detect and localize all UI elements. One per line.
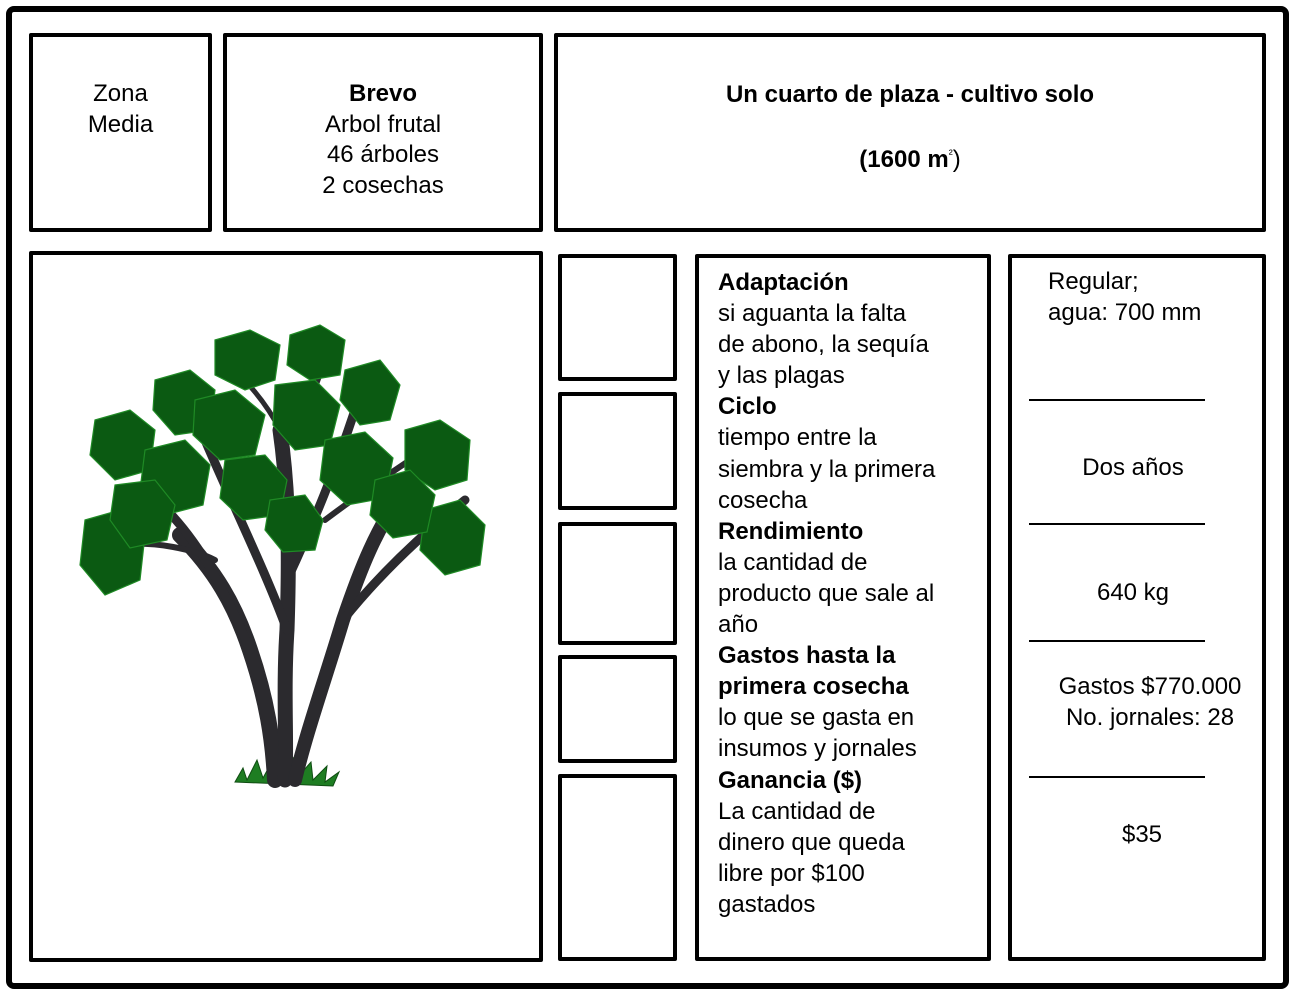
values-box [1008,254,1266,961]
page-frame [6,6,1289,989]
zone-box [29,33,212,232]
marker-box-profit [558,774,677,961]
definitions-box [695,254,991,961]
term-costs-2: primera cosecha [718,673,909,701]
marker-box-cycle [558,392,677,510]
crop-trees: 46 árboles [326,141,440,168]
term-yield: Rendimiento [718,517,864,545]
definition-yield: Rendimiento la cantidad de producto que … [718,516,988,640]
marker-box-adaptation [558,254,677,381]
definition-cycle: Ciclo tiempo entre la siembra y la prime… [718,391,988,515]
marker-box-costs [558,655,677,763]
divider-4 [1029,776,1205,778]
divider-1 [1029,399,1205,401]
crop-type: Arbol frutal [324,110,442,138]
term-profit: Ganancia ($) [718,766,863,794]
value-costs: Gastos $770.000 No. jornales: 28 [1058,673,1242,731]
crop-info: Brevo Arbol frutal 46 árboles 2 cosechas [223,79,543,201]
tree-canopy [79,324,486,596]
term-costs-1: Gastos hasta la [718,642,896,670]
value-cycle: Dos años [1082,454,1184,481]
divider-2 [1029,523,1205,525]
value-yield: 640 kg [1096,579,1170,606]
definition-profit: Ganancia ($) La cantidad de dinero que q… [718,765,988,920]
plot-title: Un cuarto de plaza - cultivo solo [725,81,1095,108]
value-profit: $35 [1121,821,1163,848]
definition-costs: Gastos hasta la primera cosecha lo que s… [718,640,988,764]
plot-box [554,33,1266,232]
term-cycle: Ciclo [718,393,777,421]
definitions-text: Adaptación si aguanta la falta de abono,… [718,267,988,920]
term-adaptation: Adaptación [718,269,849,296]
crop-box [223,33,543,232]
tree-illustration-icon [79,324,486,788]
value-adaptation: Regular; agua: 700 mm [1048,268,1202,326]
divider-3 [1029,640,1205,642]
marker-box-yield [558,522,677,645]
crop-name: Brevo [348,80,418,107]
definition-adaptation: Adaptación si aguanta la falta de abono,… [718,267,988,391]
zone-label: Zona Media [87,80,154,138]
crop-harvests: 2 cosechas [322,171,444,199]
plot-area: (1600 m²) [859,146,961,173]
